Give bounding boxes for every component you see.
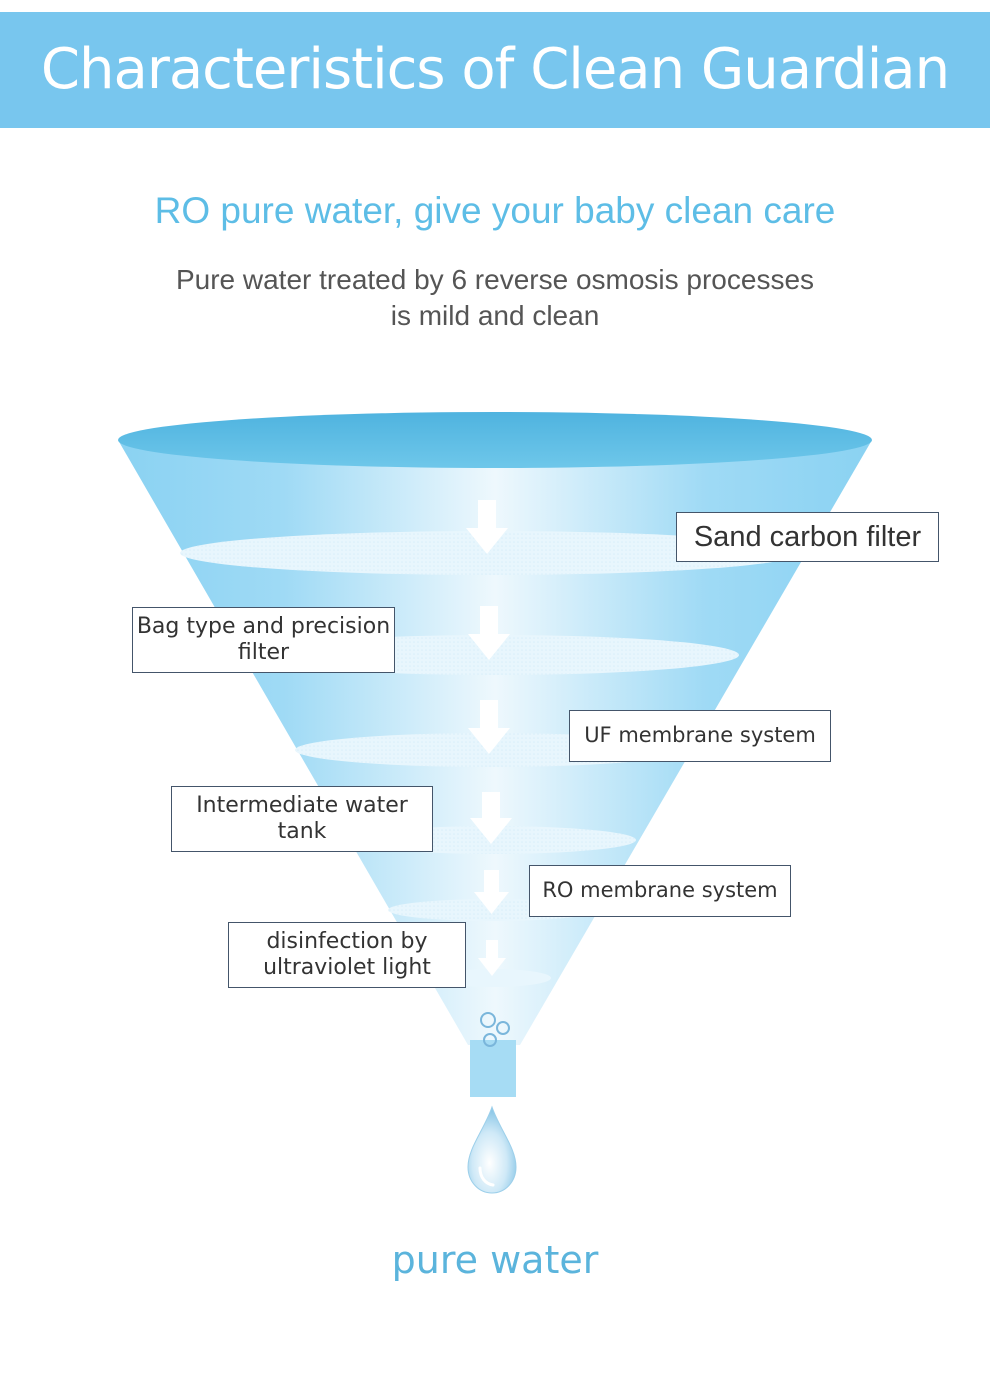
funnel-rim (118, 412, 872, 468)
description-line-1: Pure water treated by 6 reverse osmosis … (175, 264, 815, 295)
stage-label-bag-precision-filter: Bag type and precision filter (132, 607, 395, 673)
description: Pure water treated by 6 reverse osmosis … (0, 262, 990, 334)
filter-disc-1 (180, 531, 800, 575)
page-title: Characteristics of Clean Guardian (40, 37, 950, 102)
header-banner: Characteristics of Clean Guardian (0, 12, 990, 128)
subtitle: RO pure water, give your baby clean care (154, 190, 836, 231)
description-line-2: is mild and clean (390, 300, 600, 331)
funnel-spout (470, 1040, 516, 1097)
down-arrow-icon (468, 606, 510, 660)
down-arrow-icon (468, 700, 510, 754)
stage-label-sand-carbon-filter: Sand carbon filter (676, 512, 939, 562)
down-arrow-icon (466, 500, 508, 554)
water-drop-icon (467, 1105, 517, 1194)
bubbles-icon (480, 1012, 510, 1047)
stage-label-uf-membrane-system: UF membrane system (569, 710, 831, 762)
output-label: pure water (391, 1238, 599, 1282)
flow-arrows (466, 500, 512, 976)
down-arrow-icon (470, 792, 512, 844)
down-arrow-icon (474, 870, 509, 914)
stage-label-ro-membrane-system: RO membrane system (529, 865, 791, 917)
down-arrow-icon (478, 940, 506, 976)
stage-label-uv-disinfection: disinfection by ultraviolet light (228, 922, 466, 988)
stage-label-intermediate-water-tank: Intermediate water tank (171, 786, 433, 852)
